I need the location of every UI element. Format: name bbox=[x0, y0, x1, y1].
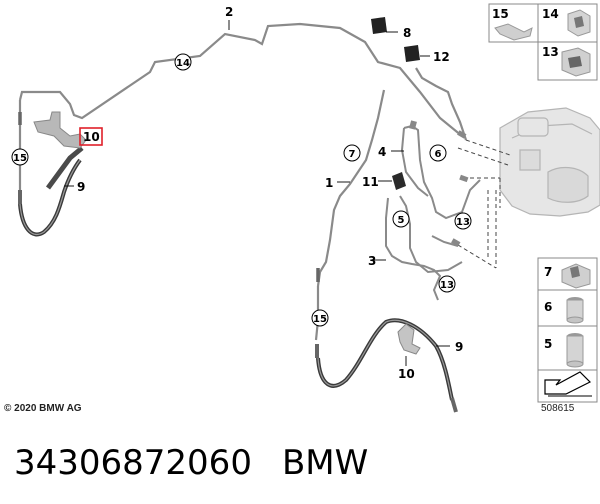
brake-pipe-2 bbox=[18, 22, 463, 137]
brake-pipe-3 bbox=[385, 195, 463, 301]
clip-11-illustration bbox=[392, 172, 406, 190]
brake-reservoir-illustration bbox=[499, 107, 600, 217]
legend-top bbox=[488, 3, 598, 81]
callout-5: 5 bbox=[398, 215, 405, 226]
callout-12: 12 bbox=[433, 50, 450, 64]
callout-7: 7 bbox=[349, 149, 356, 160]
legend-15: 15 bbox=[492, 7, 509, 21]
leader-lines bbox=[64, 20, 450, 366]
callout-13-upper: 13 bbox=[456, 217, 470, 228]
callout-14: 14 bbox=[176, 58, 190, 69]
callout-13-lower: 13 bbox=[440, 280, 454, 291]
callout-11: 11 bbox=[362, 175, 379, 189]
diagram-id: 508615 bbox=[541, 403, 575, 414]
callout-6: 6 bbox=[435, 149, 442, 160]
brake-pipe-4 bbox=[400, 124, 481, 220]
legend-6: 6 bbox=[544, 300, 552, 314]
highlight-box-10 bbox=[79, 127, 103, 146]
callout-10-left: 10 bbox=[83, 130, 100, 144]
legend-14: 14 bbox=[542, 7, 559, 21]
brake-hose-9-left bbox=[18, 146, 84, 237]
brand-name: BMW bbox=[281, 443, 369, 483]
legend-7: 7 bbox=[544, 265, 552, 279]
brake-pipe-12-upper bbox=[415, 67, 468, 141]
callout-4: 4 bbox=[378, 145, 386, 159]
callout-15-left: 15 bbox=[13, 153, 27, 164]
connection-dashed-lines bbox=[457, 139, 511, 269]
clip-12-illustration bbox=[404, 45, 420, 62]
bracket-10-right bbox=[397, 323, 421, 355]
part-number: 34306872060 bbox=[14, 443, 252, 483]
clip-8-illustration bbox=[371, 17, 387, 34]
legend-bottom bbox=[537, 257, 598, 403]
brake-hose-9-right bbox=[316, 318, 458, 413]
circled-callouts bbox=[11, 53, 472, 327]
pipe-nuts bbox=[409, 120, 469, 247]
callout-9-right: 9 bbox=[455, 340, 463, 354]
callout-2: 2 bbox=[225, 5, 233, 19]
callout-1: 1 bbox=[325, 176, 333, 190]
callout-8: 8 bbox=[403, 26, 411, 40]
part-footer: 34306872060 BMW bbox=[14, 443, 368, 483]
callout-9-left: 9 bbox=[77, 180, 85, 194]
callout-15-right: 15 bbox=[313, 314, 327, 325]
callout-3: 3 bbox=[368, 254, 376, 268]
legend-13: 13 bbox=[542, 45, 559, 59]
brake-line-diagram: 2 8 12 10 4 1 11 9 3 9 10 14 15 7 6 5 13… bbox=[11, 3, 600, 413]
copyright-text: © 2020 BMW AG bbox=[4, 403, 82, 414]
callout-10-right: 10 bbox=[398, 367, 415, 381]
legend-5: 5 bbox=[544, 337, 552, 351]
